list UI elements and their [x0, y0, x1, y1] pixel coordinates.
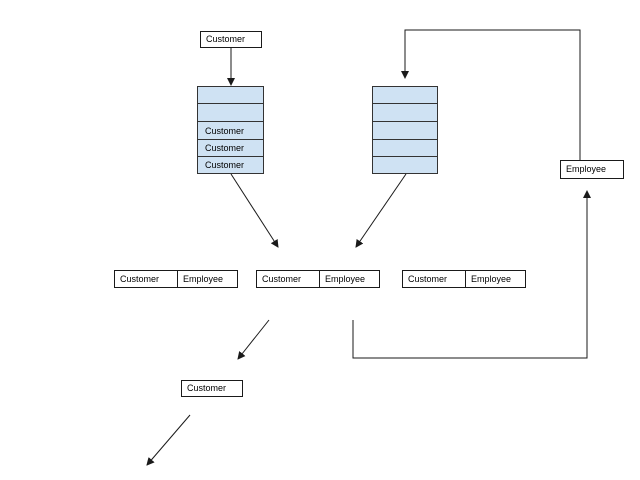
arrow-pair-to-employee — [352, 190, 591, 359]
employee-queue — [372, 86, 438, 174]
station-employee-label: Employee — [183, 274, 224, 284]
queue-slot-label: Customer — [205, 160, 245, 170]
queue-slot: Customer — [198, 140, 263, 157]
queue-slot — [198, 104, 263, 122]
station-customer-label: Customer — [262, 274, 302, 284]
incoming-customer-box: Customer — [200, 31, 262, 48]
customer-queue: Customer Customer Customer — [197, 86, 264, 174]
station-customer-cell: Customer — [403, 271, 466, 287]
returning-employee-label: Employee — [566, 164, 607, 174]
station-employee-label: Employee — [471, 274, 512, 284]
arrow-right-queue-to-pair — [355, 173, 407, 248]
queue-slot — [373, 157, 437, 173]
exiting-customer-label: Customer — [187, 383, 227, 393]
exiting-customer-box: Customer — [181, 380, 243, 397]
station-employee-cell: Employee — [320, 271, 379, 287]
arrow-left-queue-to-pair — [230, 173, 279, 248]
queue-slot — [373, 122, 437, 140]
arrow-pair-to-exit-customer — [237, 319, 270, 360]
station-customer-cell: Customer — [115, 271, 178, 287]
incoming-customer-label: Customer — [206, 34, 246, 44]
queue-slot-label: Customer — [205, 125, 245, 136]
queue-slot: Customer — [198, 122, 263, 140]
station-employee-cell: Employee — [466, 271, 525, 287]
returning-employee-box: Employee — [560, 160, 624, 179]
station-employee-cell: Employee — [178, 271, 237, 287]
service-station-1: Customer Employee — [114, 270, 238, 288]
station-customer-label: Customer — [408, 274, 448, 284]
station-customer-cell: Customer — [257, 271, 320, 287]
queue-slot-label: Customer — [205, 143, 245, 153]
queue-slot: Customer — [198, 157, 263, 173]
queue-slot — [373, 140, 437, 157]
service-station-2: Customer Employee — [256, 270, 380, 288]
queue-slot — [373, 104, 437, 122]
service-station-3: Customer Employee — [402, 270, 526, 288]
arrow-exit-customer-out — [146, 414, 191, 466]
arrow-employee-to-right-queue — [401, 29, 581, 160]
station-customer-label: Customer — [120, 274, 160, 284]
queue-slot — [198, 87, 263, 104]
queue-slot — [373, 87, 437, 104]
station-employee-label: Employee — [325, 274, 366, 284]
